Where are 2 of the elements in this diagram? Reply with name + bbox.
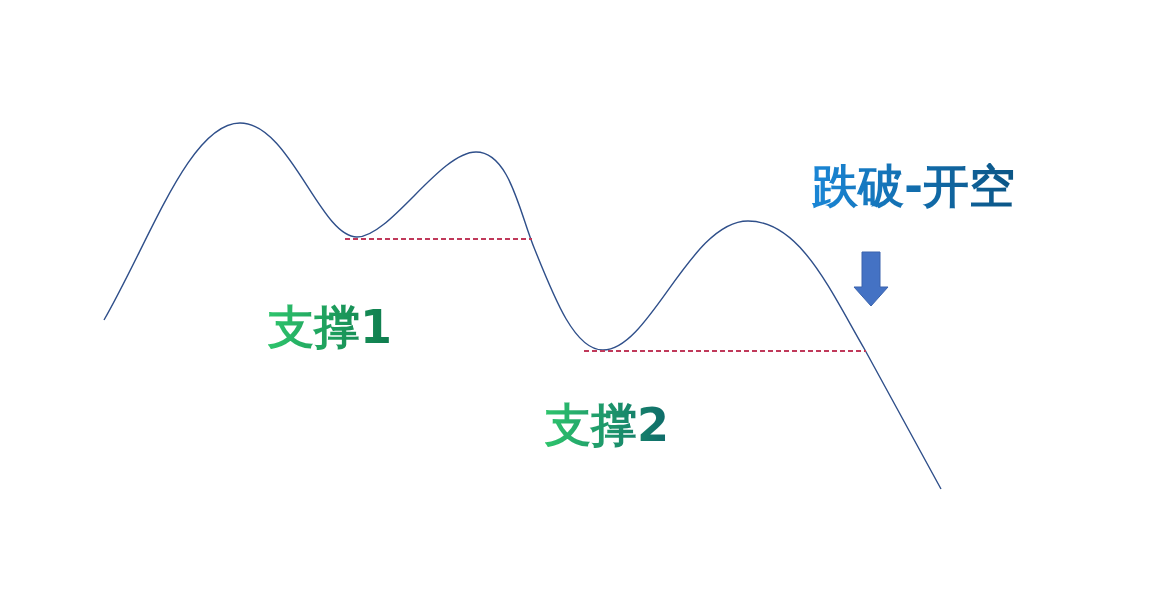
support-label: 支撑1	[268, 304, 392, 350]
breakdown-label: 跌破-开空	[812, 163, 1016, 209]
